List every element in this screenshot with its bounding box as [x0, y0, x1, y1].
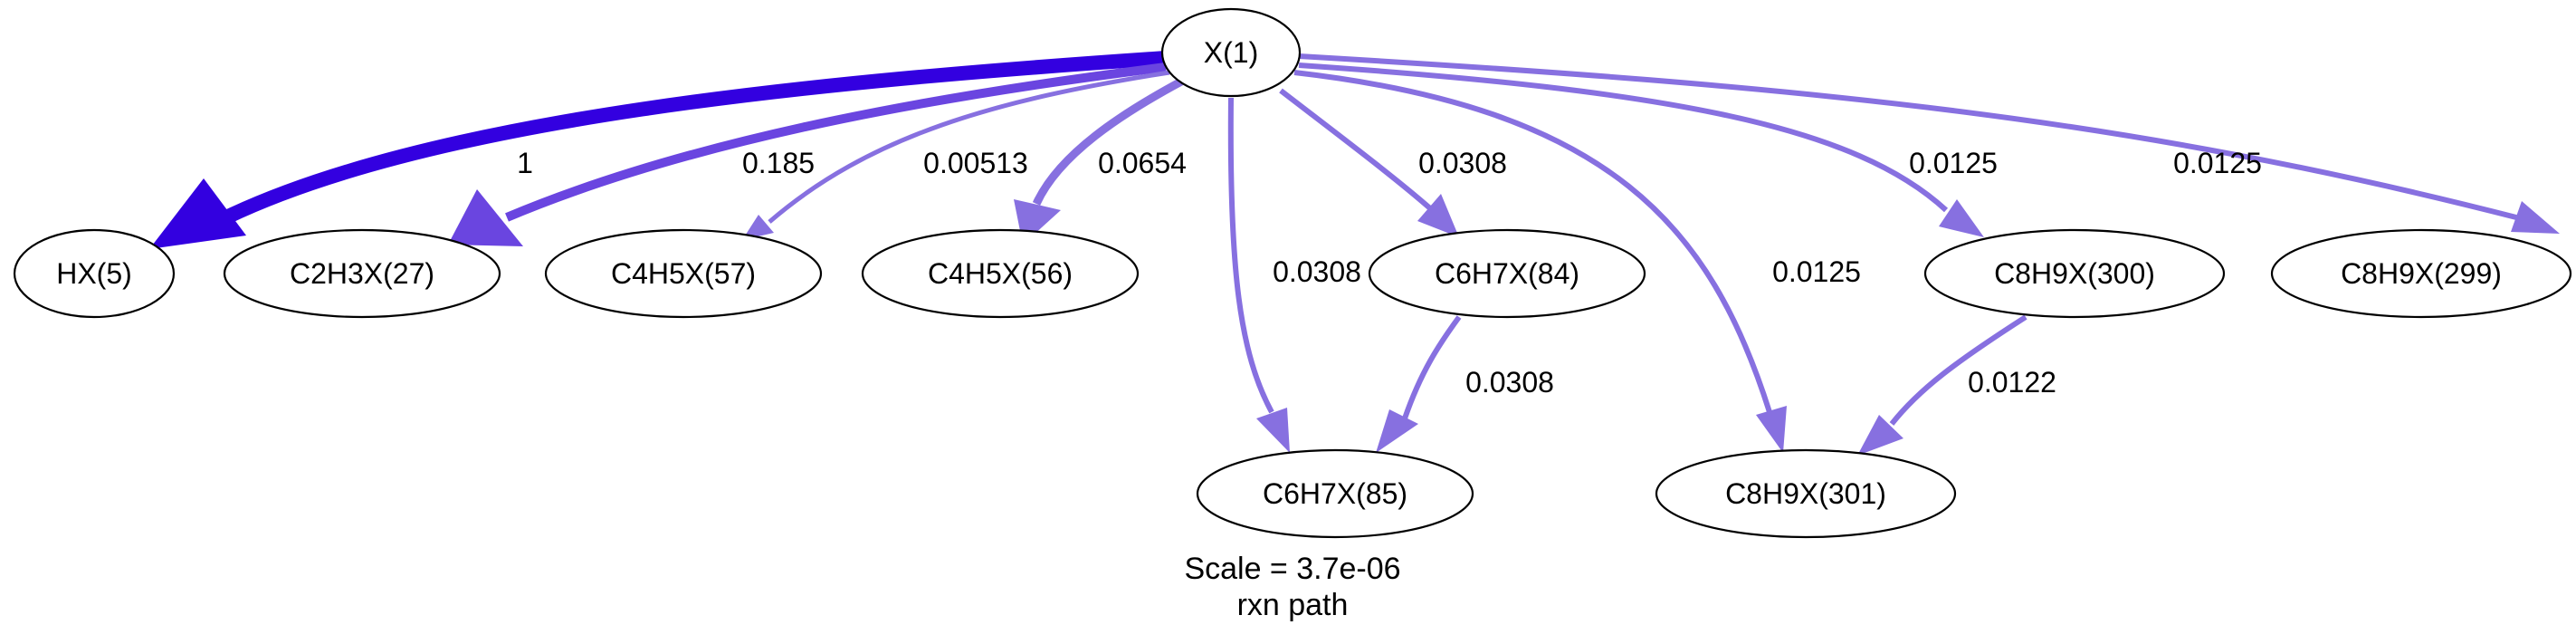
- scale-label: Scale = 3.7e-06: [1184, 552, 1400, 586]
- node-hx5: HX(5): [13, 228, 176, 319]
- node-c2h3x27: C2H3X(27): [223, 228, 501, 319]
- edge-arrowhead: [1417, 194, 1459, 237]
- node-shape: [1923, 228, 2226, 319]
- node-c4h5x56: C4H5X(56): [861, 228, 1140, 319]
- node-c6h7x84: C6H7X(84): [1368, 228, 1646, 319]
- edge-label: 0.0122: [1968, 366, 2056, 399]
- edge-path: [1032, 78, 1184, 206]
- edge-label: 0.00513: [923, 147, 1028, 179]
- edge-path: [1402, 315, 1462, 419]
- edge-path: [1279, 88, 1432, 211]
- node-shape: [1368, 228, 1646, 319]
- edge-label: 0.0125: [1909, 147, 1998, 179]
- node-c6h7x85: C6H7X(85): [1196, 448, 1474, 539]
- edge-label: 0.0308: [1273, 255, 1361, 288]
- node-shape: [1655, 448, 1957, 539]
- edge-path: [1298, 53, 2517, 220]
- diagram-caption: rxn path: [1237, 588, 1349, 622]
- edge-arrowhead: [1376, 409, 1418, 453]
- edge-x1-c8h9x300: 0.0125: [1298, 62, 1998, 237]
- node-label: C8H9X(300): [1994, 257, 2155, 290]
- node-shape: [1160, 7, 1302, 98]
- edge-label: 0.0308: [1465, 366, 1554, 399]
- node-label: C2H3X(27): [290, 257, 434, 290]
- node-shape: [544, 228, 823, 319]
- edge-x1-c4h5x56: 0.0654: [1014, 78, 1187, 245]
- edge-path: [1889, 314, 2027, 426]
- edge-x1-c8h9x301: 0.0125: [1293, 70, 1861, 453]
- node-label: C8H9X(299): [2341, 257, 2502, 290]
- edge-x1-c2h3x27: 0.185: [448, 62, 1167, 246]
- node-label: C6H7X(85): [1263, 477, 1407, 510]
- edge-label: 0.185: [742, 147, 815, 179]
- edge-path: [1298, 62, 1949, 213]
- edge-x1-c4h5x57: 0.00513: [742, 70, 1170, 240]
- node-label: HX(5): [56, 257, 132, 290]
- edge-arrowhead: [1939, 199, 1984, 237]
- node-c8h9x300: C8H9X(300): [1923, 228, 2226, 319]
- edge-label: 0.0654: [1098, 147, 1187, 179]
- node-shape: [861, 228, 1140, 319]
- edge-x1-c6h7x85: 0.0308: [1227, 97, 1361, 453]
- edge-c6h7x84-c6h7x85: 0.0308: [1376, 315, 1554, 453]
- node-shape: [13, 228, 176, 319]
- node-label: C6H7X(84): [1435, 257, 1579, 290]
- node-label: C4H5X(56): [928, 257, 1073, 290]
- edge-arrowhead: [149, 178, 246, 249]
- node-x1: X(1): [1160, 7, 1302, 98]
- edge-path: [505, 62, 1167, 222]
- edge-x1-hx5: 1: [149, 51, 1167, 249]
- node-shape: [1196, 448, 1474, 539]
- node-c8h9x299: C8H9X(299): [2270, 228, 2572, 319]
- edge-path: [1227, 97, 1274, 414]
- edge-arrowhead: [2511, 201, 2560, 234]
- edge-arrowhead: [1256, 408, 1290, 453]
- edge-label: 1: [517, 147, 533, 179]
- edge-arrowhead: [742, 215, 774, 240]
- node-label: C4H5X(57): [611, 257, 756, 290]
- node-shape: [2270, 228, 2572, 319]
- node-c4h5x57: C4H5X(57): [544, 228, 823, 319]
- edge-arrowhead: [448, 189, 523, 246]
- node-c8h9x301: C8H9X(301): [1655, 448, 1957, 539]
- node-label: X(1): [1204, 36, 1258, 69]
- edge-path: [768, 70, 1170, 224]
- edge-label: 0.0308: [1418, 147, 1507, 179]
- edge-x1-c8h9x299: 0.0125: [1298, 53, 2560, 234]
- edge-arrowhead: [1756, 406, 1787, 453]
- node-label: C8H9X(301): [1725, 477, 1886, 510]
- edge-label: 0.0125: [1772, 255, 1861, 288]
- node-shape: [223, 228, 501, 319]
- edge-x1-c6h7x84: 0.0308: [1279, 88, 1507, 237]
- edge-arrowhead: [1857, 415, 1903, 456]
- edge-path: [223, 51, 1167, 225]
- edge-path: [1293, 70, 1772, 413]
- edge-c8h9x300-c8h9x301: 0.0122: [1857, 314, 2056, 456]
- edge-label: 0.0125: [2173, 147, 2262, 179]
